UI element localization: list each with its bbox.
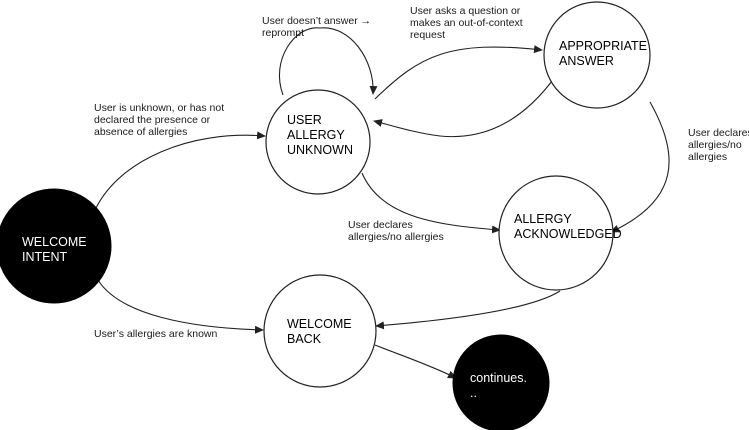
edge-welcome-back-to-continues — [374, 344, 457, 379]
node-allergy-acknowledged: ALLERGY ACKNOWLEDGED — [498, 175, 622, 291]
edge-welcome-to-welcome-back — [97, 279, 264, 334]
svg-text:WELCOME BACK: WELCOME BACK — [287, 317, 355, 346]
node-appropriate-answer: APPROPRIATE ANSWER — [543, 1, 651, 109]
svg-text:continues. ..: continues. .. — [470, 371, 530, 400]
edge-label-declares-right: User declares allergies/no allergies — [688, 127, 749, 163]
edge-unknown-to-acknowledged — [361, 172, 501, 234]
edge-label-reprompt: User doesn’t answer → reprompt — [262, 15, 374, 39]
edge-label-declares-middle: User declares allergies/no allergies — [348, 219, 444, 243]
edge-welcome-to-unknown — [95, 131, 266, 209]
svg-text:ALLERGY ACKNOWLEDGED: ALLERGY ACKNOWLEDGED — [514, 212, 622, 241]
edge-label-allergies-known: User’s allergies are known — [94, 328, 217, 340]
edge-appropriate-answer-to-acknowledged — [610, 101, 670, 233]
node-continues: continues. .. — [452, 334, 550, 430]
edge-acknowledged-to-welcome-back — [375, 290, 561, 330]
node-welcome-back: WELCOME BACK — [263, 274, 377, 388]
node-welcome-intent: WELCOME INTENT — [0, 188, 112, 304]
svg-text:USER ALLERGY UNKNO: USER ALLERGY UNKNOWN — [287, 113, 353, 157]
svg-text:APPROPRIATE ANSWER: APPROPRIATE ANSWER — [559, 39, 650, 68]
edge-appropriate-answer-to-unknown — [373, 76, 556, 138]
node-user-allergy-unknown: USER ALLERGY UNKNOWN — [265, 89, 371, 195]
svg-text:WELCOME INTENT: WELCOME INTENT — [22, 235, 90, 264]
edge-label-question: User asks a question or makes an out-of-… — [410, 5, 526, 41]
edge-label-unknown-user: User is unknown, or has not declared the… — [94, 102, 227, 138]
edge-reprompt-self-loop — [278, 27, 378, 96]
edge-unknown-to-appropriate-answer — [374, 45, 543, 100]
